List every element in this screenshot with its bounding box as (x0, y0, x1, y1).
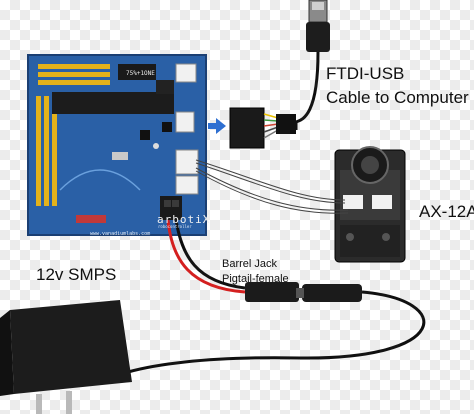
servo-cables (195, 159, 349, 214)
barrel-jack-label-line1: Barrel Jack (222, 258, 278, 270)
usb-plug-icon (306, 0, 330, 52)
ftdi-label-line1: FTDI-USB (326, 64, 405, 83)
usb-cable (294, 51, 320, 130)
servo-label: AX-12A (419, 202, 474, 221)
servo-icon (334, 146, 406, 263)
power-adapter-icon (0, 300, 132, 414)
arrow-right-icon (208, 118, 226, 134)
ftdi-connector-icon (229, 107, 296, 149)
barrel-jack-label-line2: Pigtail-female (222, 273, 289, 285)
adapter-cable (127, 290, 426, 374)
board-brand: arbotiX (157, 213, 211, 226)
controller-board (27, 54, 207, 236)
chip-label: 75%+1ONE (126, 70, 155, 77)
power-wires (166, 219, 246, 294)
ftdi-cable-label: FTDI-USB Cable to Computer (326, 62, 469, 110)
ftdi-label-line2: Cable to Computer (326, 88, 469, 107)
power-supply-label: 12v SMPS (36, 265, 117, 284)
barrel-jack-icon (245, 282, 362, 302)
board-subtitle: robocontroller (158, 224, 192, 229)
barrel-jack-label: Barrel Jack Pigtail-female (222, 257, 289, 287)
board-url: www.vanadiumlabs.com (90, 231, 151, 237)
